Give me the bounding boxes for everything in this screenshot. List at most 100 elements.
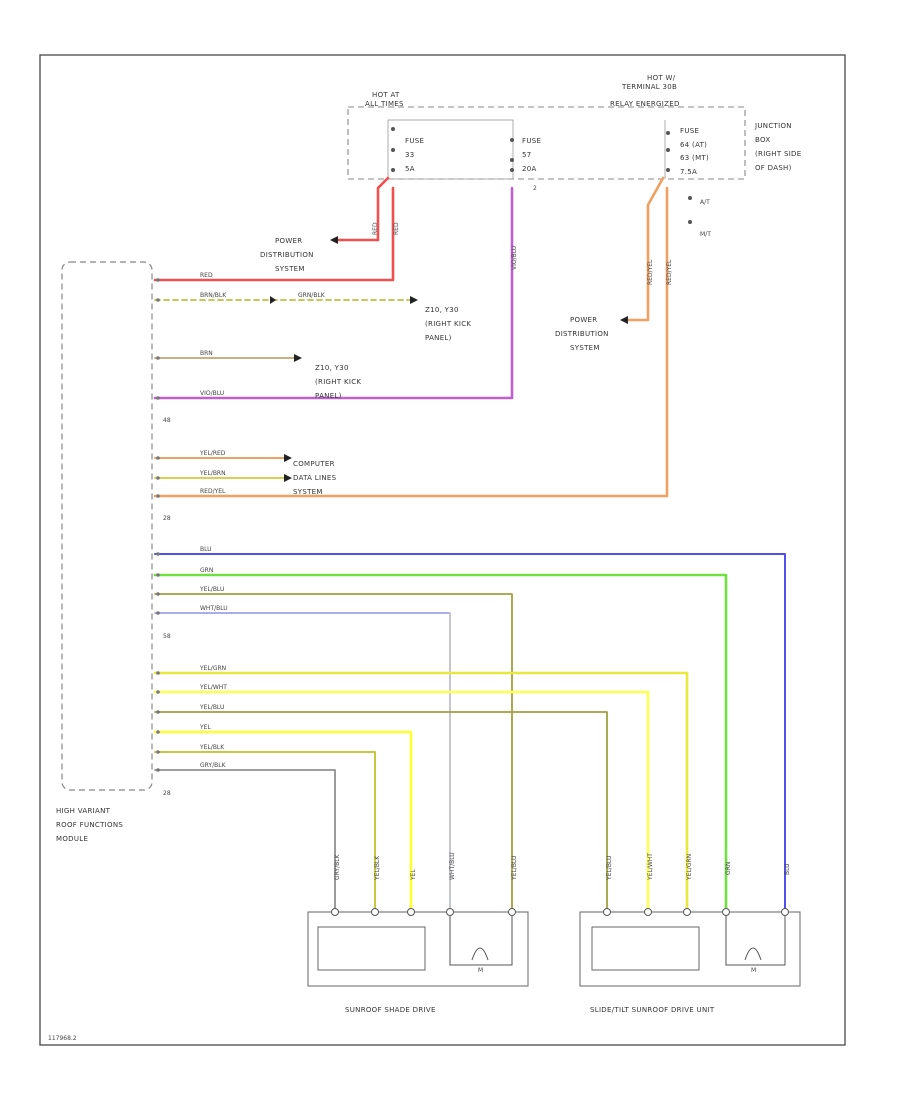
- computer-label-3: SYSTEM: [293, 488, 323, 496]
- wires: [153, 176, 786, 910]
- arrow-pds2: [620, 316, 628, 324]
- wire-grn: [153, 573, 728, 910]
- pds2-label-2: DISTRIBUTION: [555, 330, 609, 338]
- shade-wire-1: GRY/BLK: [334, 853, 341, 880]
- slide-motor-label: M: [751, 967, 756, 974]
- wire-yel: [153, 730, 413, 910]
- wire-red: [153, 186, 395, 282]
- wire-wht-blu: [154, 612, 451, 909]
- wire-label-grywht: GRY/BLK: [200, 762, 227, 769]
- slide-wire-5: BLU: [784, 863, 791, 875]
- slide-wire-3: YEL/GRN: [686, 854, 693, 881]
- wire-label-vio: VIO/BLU: [200, 390, 224, 397]
- corner-code: 117968.2: [48, 1035, 77, 1042]
- wire-yel-blu: [154, 593, 513, 909]
- wire-blu: [154, 553, 786, 909]
- hot-relay-label-3: RELAY ENERGIZED: [610, 100, 680, 108]
- sunroof-shade-drive: M SUNROOF SHADE DRIVE GRY/BLK YEL/BLK YE…: [307, 852, 529, 1014]
- junction-box-label-1: JUNCTION: [754, 122, 792, 130]
- shade-motor-label: M: [478, 967, 483, 974]
- wire-label-fuse-orn1: RED/YEL: [647, 259, 654, 285]
- junction-box-label-4: OF DASH): [755, 164, 792, 172]
- connector-48-label: 48: [163, 417, 171, 424]
- wire-label-yelbrn: YEL/BRN: [199, 470, 226, 477]
- wire-label-fuse-red2: RED: [393, 222, 400, 235]
- wire-yel-grn: [153, 671, 689, 910]
- pds2-label-3: SYSTEM: [570, 344, 600, 352]
- wire-yel-blk: [154, 751, 376, 909]
- slide-wire-4: GRN: [725, 862, 732, 875]
- hot-relay-label-1: HOT W/: [647, 74, 676, 82]
- wire-vio: [153, 186, 514, 400]
- wire-yel-wht: [153, 690, 650, 910]
- shade-wire-4: WHT/BLU: [449, 852, 456, 880]
- wire-label-wht: WHT/BLU: [200, 605, 228, 612]
- wire-label-fuse-vio: VIO/BLU: [511, 246, 518, 270]
- z2-label-3: PANEL): [315, 392, 342, 400]
- slide-drive-label: SLIDE/TILT SUNROOF DRIVE UNIT: [590, 1006, 715, 1014]
- arrow-z2: [294, 354, 302, 362]
- z2-label-2: (RIGHT KICK: [315, 378, 361, 386]
- hot-at-all-times-label-2: ALL TIMES: [365, 100, 404, 108]
- pds1-label-3: SYSTEM: [275, 265, 305, 273]
- hot-at-all-times-label-1: HOT AT: [372, 91, 400, 99]
- roof-functions-module: HIGH VARIANT ROOF FUNCTIONS MODULE 48 28…: [56, 261, 171, 843]
- arrow-computer-2: [284, 474, 292, 482]
- connector-58-label: 58: [163, 633, 171, 640]
- slide-tilt-drive-unit: M SLIDE/TILT SUNROOF DRIVE UNIT YEL/BLU …: [579, 853, 801, 1014]
- pin-at-label: A/T: [700, 199, 710, 206]
- arrow-z1: [410, 296, 418, 304]
- shade-wire-5: YEL/BLU: [511, 856, 518, 881]
- hot-relay-label-2: TERMINAL 30B: [621, 83, 677, 91]
- wire-label-blu: BLU: [200, 546, 212, 553]
- wire-label-fuse-orn2: RED/YEL: [666, 259, 673, 285]
- connector-28b-label: 28: [163, 790, 171, 797]
- z1-label-3: PANEL): [425, 334, 452, 342]
- wire-label-red: RED: [200, 272, 213, 279]
- wire-label-redyel: RED/YEL: [200, 488, 226, 495]
- computer-label-2: DATA LINES: [293, 474, 337, 482]
- shade-drive-label: SUNROOF SHADE DRIVE: [345, 1006, 436, 1014]
- wire-label-yelwht: YEL/WHT: [199, 684, 227, 691]
- wire-red-2: [333, 176, 390, 242]
- fuse-57-line-3: 20A: [522, 165, 537, 173]
- arrow-terminals: [270, 236, 628, 482]
- fuse-57-line-1: FUSE: [522, 137, 541, 145]
- wire-label-fuse-red1: RED: [372, 222, 379, 235]
- component-labels: POWER DISTRIBUTION SYSTEM POWER DISTRIBU…: [260, 237, 609, 496]
- wire-yel-blu-2: [154, 711, 608, 909]
- wire-label-grnblk: GRN/BLK: [298, 292, 326, 299]
- junction-box: HOT AT ALL TIMES HOT W/ TERMINAL 30B REL…: [347, 74, 801, 238]
- connector-28a-label: 28: [163, 515, 171, 522]
- fuse-64-line-2: 64 (AT): [680, 141, 707, 149]
- pds1-label-1: POWER: [275, 237, 302, 245]
- arrow-computer-1: [284, 454, 292, 462]
- wire-label-brnblk: BRN/BLK: [200, 292, 227, 299]
- computer-label-1: COMPUTER: [293, 460, 335, 468]
- shade-wire-2: YEL/BLK: [374, 855, 381, 881]
- arrow-pds1: [330, 236, 338, 244]
- z1-label-1: Z10, Y30: [425, 306, 459, 314]
- fuse-33-line-3: 5A: [405, 165, 415, 173]
- module-label-1: HIGH VARIANT: [56, 807, 111, 815]
- fuse-57-line-2: 57: [522, 151, 532, 159]
- slide-wire-2: YEL/WHT: [647, 853, 654, 881]
- module-pins: [156, 278, 160, 772]
- fuse-33-line-2: 33: [405, 151, 415, 159]
- pds2-label-1: POWER: [570, 316, 597, 324]
- module-label-2: ROOF FUNCTIONS: [56, 821, 123, 829]
- z2-label-1: Z10, Y30: [315, 364, 349, 372]
- junction-box-label-2: BOX: [755, 136, 770, 144]
- junction-box-label-3: (RIGHT SIDE: [755, 150, 801, 158]
- pin-2-label: 2: [533, 185, 537, 192]
- wire-label-yelred: YEL/RED: [199, 450, 226, 457]
- arrow-splice: [270, 296, 276, 304]
- fuse-64-line-4: 7.5A: [680, 168, 697, 176]
- wire-label-yelblu: YEL/BLU: [199, 586, 224, 593]
- wire-orange-pds: [623, 176, 665, 322]
- wire-gry-blk: [154, 769, 336, 909]
- fuse-33-line-1: FUSE: [405, 137, 424, 145]
- wire-label-yelblu2: YEL/BLU: [199, 704, 224, 711]
- fuse-64-line-3: 63 (MT): [680, 154, 709, 162]
